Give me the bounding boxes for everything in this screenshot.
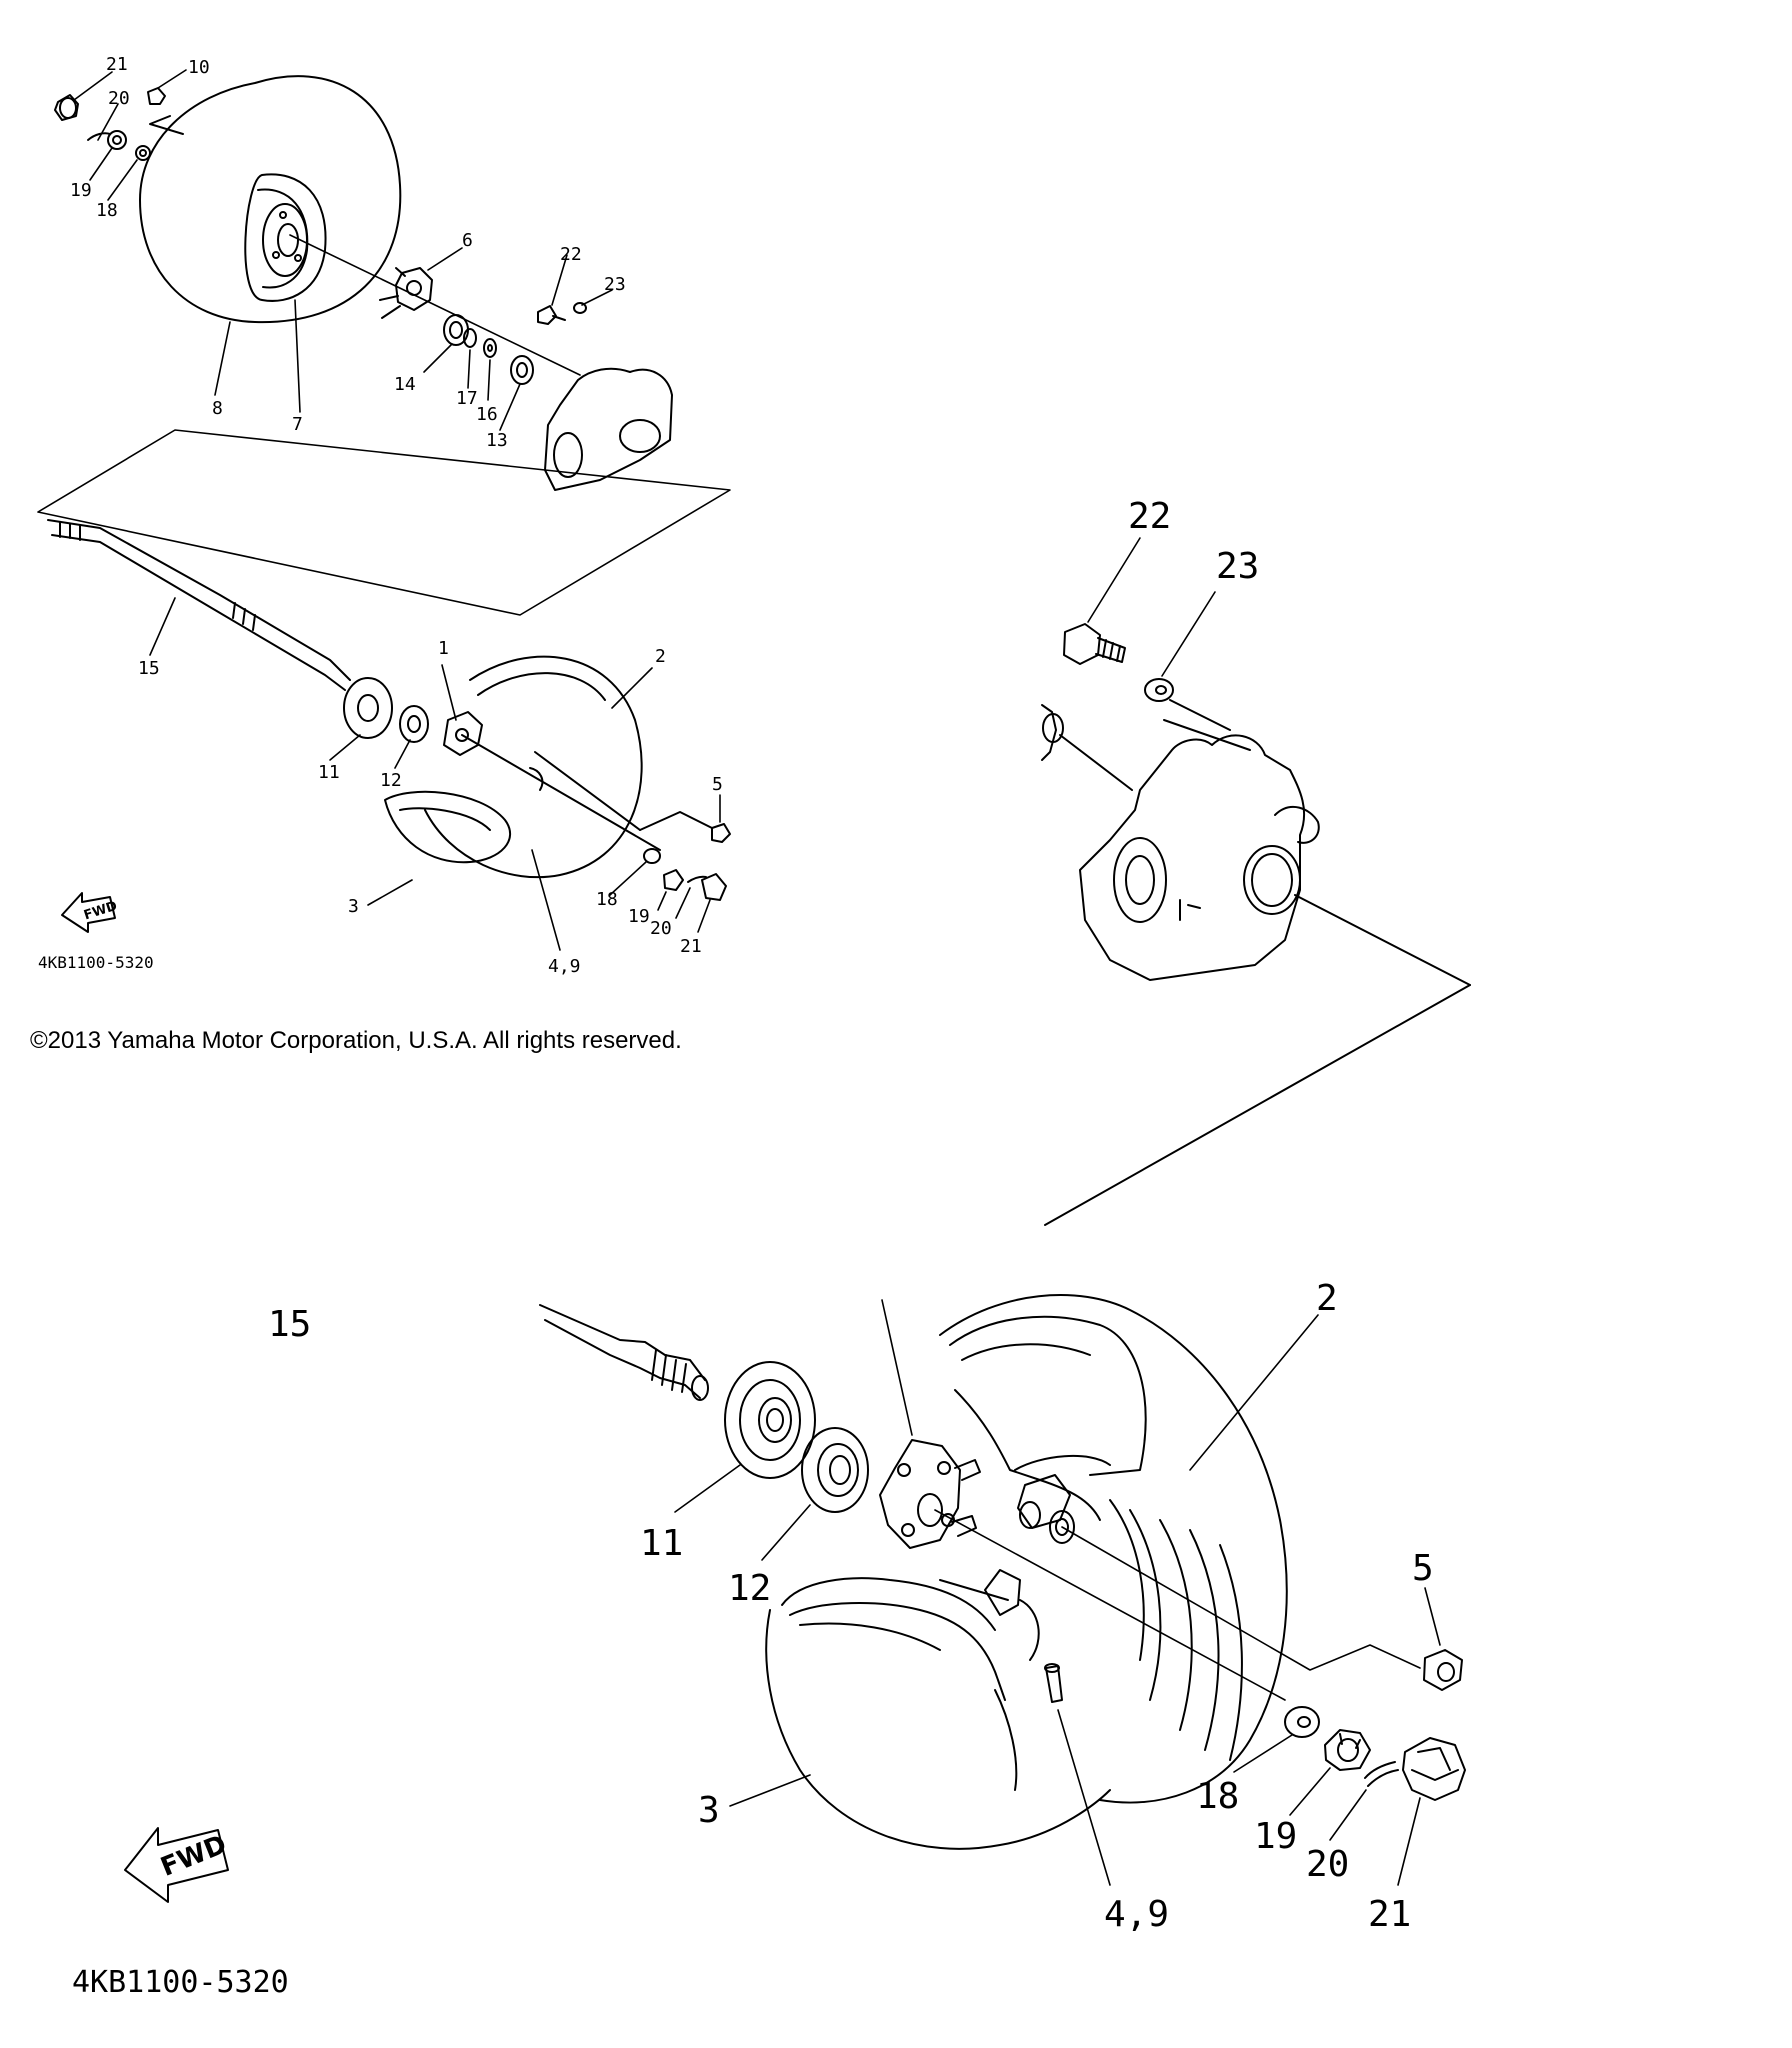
overview-callout-2: 2: [655, 646, 666, 667]
left-tire-drawing: [139, 75, 402, 324]
detail-fwd-arrow: FWD: [124, 1827, 231, 1903]
detail-callout-11: 11: [640, 1523, 683, 1564]
overview-axle-shaft: [47, 519, 351, 691]
overview-diagram-code: 4KB1100-5320: [38, 953, 154, 972]
overview-callout-20b: 20: [650, 918, 672, 939]
detail-gear-case: [1041, 623, 1471, 1226]
detail-leader-lines-top: [1087, 537, 1216, 677]
overview-callout-11: 11: [318, 762, 340, 783]
overview-callout-1: 1: [438, 638, 449, 659]
overview-callout-12: 12: [380, 770, 402, 791]
overview-top-small-parts: [54, 87, 184, 161]
overview-callout-6: 6: [462, 230, 473, 251]
overview-leader-lines: [73, 69, 721, 951]
detail-callout-22: 22: [1128, 496, 1171, 537]
overview-callout-23: 23: [604, 274, 626, 295]
detail-cotter-pin-20: [1364, 1761, 1399, 1787]
detail-callout-12: 12: [728, 1568, 771, 1609]
detail-connector-line: [1044, 984, 1471, 1226]
detail-cap-21: [1402, 1737, 1466, 1801]
overview-callout-19: 19: [70, 180, 92, 201]
detail-callout-21: 21: [1368, 1894, 1411, 1935]
overview-axis-line: [289, 234, 581, 376]
detail-axle-end: [539, 1304, 709, 1401]
detail-hub-1: [879, 1439, 981, 1549]
overview-callout-18: 18: [96, 200, 118, 221]
detail-washer-18: [1284, 1706, 1320, 1738]
detail-valve-4-9: [1044, 1663, 1063, 1703]
overview-callout-8: 8: [212, 398, 223, 419]
detail-washer-line: [1169, 699, 1231, 731]
detail-callout-15: 15: [268, 1304, 311, 1345]
overview-fwd-arrow: FWD: [61, 892, 119, 933]
detail-nut-19: [1324, 1729, 1371, 1771]
detail-callout-3: 3: [698, 1790, 720, 1831]
overview-callout-13: 13: [486, 430, 508, 451]
overview-callout-7: 7: [292, 414, 303, 435]
overview-callout-3: 3: [348, 896, 359, 917]
detail-leader-lines-bottom: [674, 1299, 1441, 1886]
overview-callout-19b: 19: [628, 906, 650, 927]
detail-callout-19: 19: [1254, 1816, 1297, 1857]
overview-callout-21b: 21: [680, 936, 702, 957]
detail-callout-5: 5: [1412, 1548, 1434, 1589]
overview-callout-22: 22: [560, 244, 582, 265]
overview-callout-16: 16: [476, 404, 498, 425]
detail-axis-line-2: [1061, 1526, 1421, 1671]
detail-nut-5: [1423, 1649, 1463, 1691]
overview-right-small-parts: [643, 823, 731, 901]
overview-callout-4-9: 4,9: [548, 956, 581, 977]
overview-callout-10: 10: [188, 57, 210, 78]
detail-callouts-bottom: 15 2 11 12 5 3 18 19 20 21 4,9: [268, 1278, 1434, 1935]
left-hub-drawing: [379, 267, 433, 319]
overview-callout-14: 14: [394, 374, 416, 395]
detail-callout-20: 20: [1306, 1844, 1349, 1885]
overview-callout-15: 15: [138, 658, 160, 679]
overview-callout-20: 20: [108, 88, 130, 109]
overview-bearings: [443, 302, 587, 385]
detail-callouts-top: 22 23: [1128, 496, 1259, 587]
detail-callout-23: 23: [1216, 546, 1259, 587]
detail-callout-18: 18: [1196, 1776, 1239, 1817]
overview-callout-17: 17: [456, 388, 478, 409]
detail-axis-line-1: [934, 1509, 1286, 1701]
overview-callouts: 21 10 20 19 18 6 22 23 14 17 16 13 8 7 1…: [70, 54, 723, 977]
detail-callout-2: 2: [1316, 1278, 1338, 1319]
overview-box-lines: [37, 429, 731, 616]
overview-callout-21: 21: [106, 54, 128, 75]
detail-bearing-11: [724, 1361, 816, 1479]
detail-fwd-label: FWD: [157, 1830, 231, 1883]
overview-gear-case: [544, 367, 673, 491]
detail-seal-12: [801, 1427, 869, 1513]
detail-bolt-22: [1063, 623, 1126, 665]
detail-washer-23: [1144, 678, 1174, 702]
detail-tire-upper: [939, 1294, 1288, 1804]
overview-diagram: FWD 4KB1100-5320: [37, 54, 731, 977]
overview-right-tire: [343, 655, 713, 879]
detail-diagram-code: 4KB1100-5320: [72, 1965, 289, 2000]
overview-callout-18b: 18: [596, 889, 618, 910]
detail-callout-4-9: 4,9: [1104, 1894, 1169, 1935]
detail-gear-case-body: [1041, 704, 1471, 986]
overview-callout-5: 5: [712, 774, 723, 795]
detail-tire-lower: [765, 1569, 1111, 1850]
detail-wheel-assembly: FWD 4KB1100-5320 15 2 11 12 5 3 18 19: [72, 1278, 1466, 2000]
copyright-text: ©2013 Yamaha Motor Corporation, U.S.A. A…: [30, 1027, 682, 1054]
